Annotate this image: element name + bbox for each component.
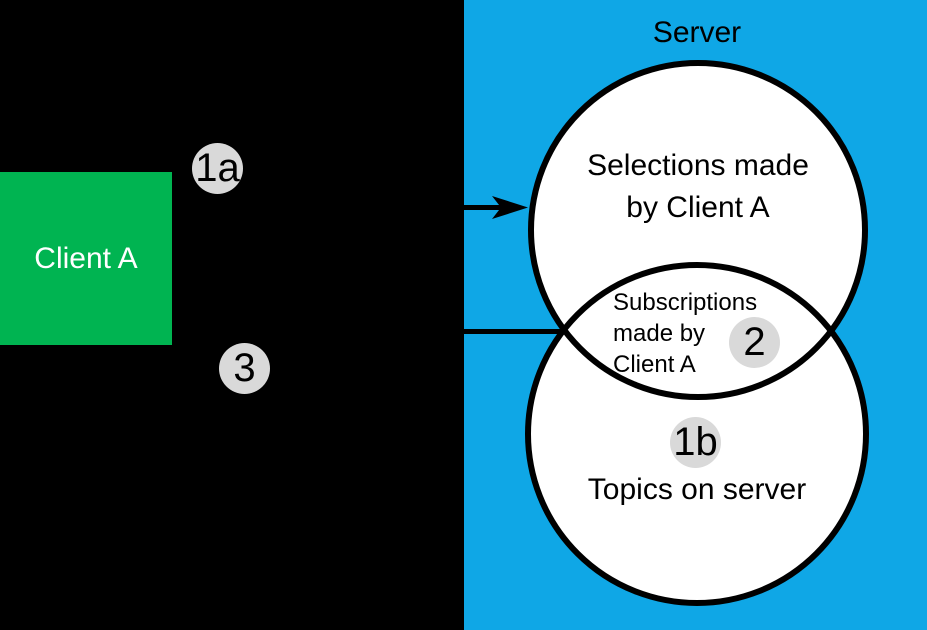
- client-a-box: Client A: [0, 172, 172, 345]
- client-a-label: Client A: [34, 241, 138, 275]
- selections-circle-outline: [528, 60, 868, 400]
- arrow-1a-head-icon: [492, 196, 528, 219]
- topics-circle-outline: [525, 262, 869, 606]
